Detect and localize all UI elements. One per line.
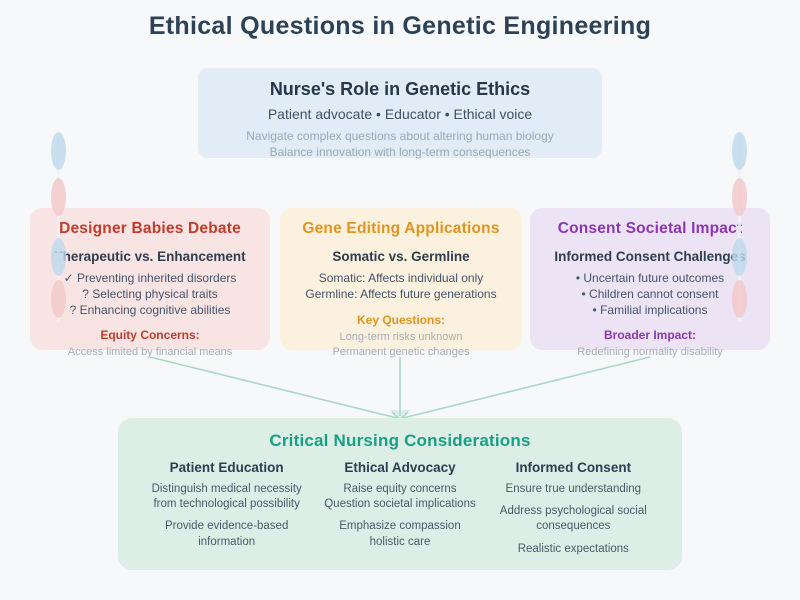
topic-item: ? Enhancing cognitive abilities (69, 302, 231, 317)
column-patient-education: Patient Education Distinguish medical ne… (140, 460, 313, 557)
topic-label: Key Questions: (356, 312, 446, 327)
column-item: Raise equity concerns Question societal … (324, 483, 476, 511)
arrow-right (402, 356, 651, 419)
column-item: Emphasize compassion holistic care (339, 520, 461, 548)
column-item: Distinguish medical necessity from techn… (151, 483, 302, 511)
considerations-box: Critical Nursing Considerations Patient … (118, 418, 682, 570)
nurse-role-note: Balance innovation with long-term conseq… (269, 144, 531, 159)
topic-item-list: • Uncertain future outcomes • Children c… (530, 271, 770, 318)
topic-item: Somatic: Affects individual only (318, 271, 484, 285)
topic-item: Germline: Affects future generations (305, 286, 497, 301)
page-title: Ethical Questions in Genetic Engineering (148, 12, 652, 40)
column-item: Address psychological social consequence… (499, 505, 647, 533)
arrow-left (149, 356, 398, 419)
column-item: Realistic expectations (517, 542, 629, 555)
topic-title: Designer Babies Debate (59, 220, 241, 237)
topic-item: • Children cannot consent (581, 286, 719, 301)
topic-label: Equity Concerns: (100, 328, 200, 343)
topic-item-list: ✓ Preventing inherited disorders ? Selec… (30, 271, 270, 318)
column-title: Informed Consent (515, 460, 632, 475)
nurse-role-note: Navigate complex questions about alterin… (246, 129, 554, 143)
topic-label: Broader Impact: (603, 328, 697, 343)
topic-subtitle: Somatic vs. Germline (332, 249, 470, 264)
topic-box-designer-babies: Designer Babies Debate Therapeutic vs. E… (30, 208, 270, 358)
column-title: Patient Education (169, 460, 284, 475)
column-ethical-advocacy: Ethical Advocacy Raise equity concerns Q… (313, 460, 486, 557)
column-informed-consent: Informed Consent Ensure true understandi… (487, 460, 660, 557)
topic-box-consent-impact: Consent Societal Impact Informed Consent… (530, 208, 770, 358)
topic-title: Consent Societal Impact (557, 220, 743, 237)
topic-note: Access limited by financial means (67, 346, 233, 359)
topic-note: Redefining normality disability (577, 346, 723, 359)
considerations-columns: Patient Education Distinguish medical ne… (118, 460, 682, 557)
column-title: Ethical Advocacy (344, 460, 456, 475)
topic-note-line: Long-term risks unknown (339, 330, 463, 343)
nurse-role-list: Patient advocate • Educator • Ethical vo… (267, 106, 533, 122)
topic-title: Gene Editing Applications (302, 220, 500, 237)
nurse-role-title: Nurse's Role in Genetic Ethics (269, 79, 531, 99)
topic-box-gene-editing: Gene Editing Applications Somatic vs. Ge… (280, 208, 522, 358)
column-item: Ensure true understanding (505, 483, 642, 495)
nurse-role-box: Nurse's Role in Genetic Ethics Patient a… (198, 68, 602, 159)
topic-item: • Uncertain future outcomes (575, 271, 725, 285)
arrowhead-fill (389, 410, 411, 421)
topic-note: Long-term risks unknown Permanent geneti… (280, 330, 522, 360)
considerations-title: Critical Nursing Considerations (269, 431, 531, 450)
topic-item: • Familial implications (592, 302, 708, 317)
topic-item-list: Somatic: Affects individual only Germlin… (280, 271, 522, 303)
topic-item: ✓ Preventing inherited disorders (63, 271, 237, 285)
topic-subtitle: Informed Consent Challenges (554, 249, 746, 264)
topic-note-line: Permanent genetic changes (332, 345, 470, 358)
topic-item: ? Selecting physical traits (82, 286, 218, 301)
topic-subtitle: Therapeutic vs. Enhancement (54, 249, 246, 264)
column-item: Provide evidence-based information (164, 520, 289, 548)
